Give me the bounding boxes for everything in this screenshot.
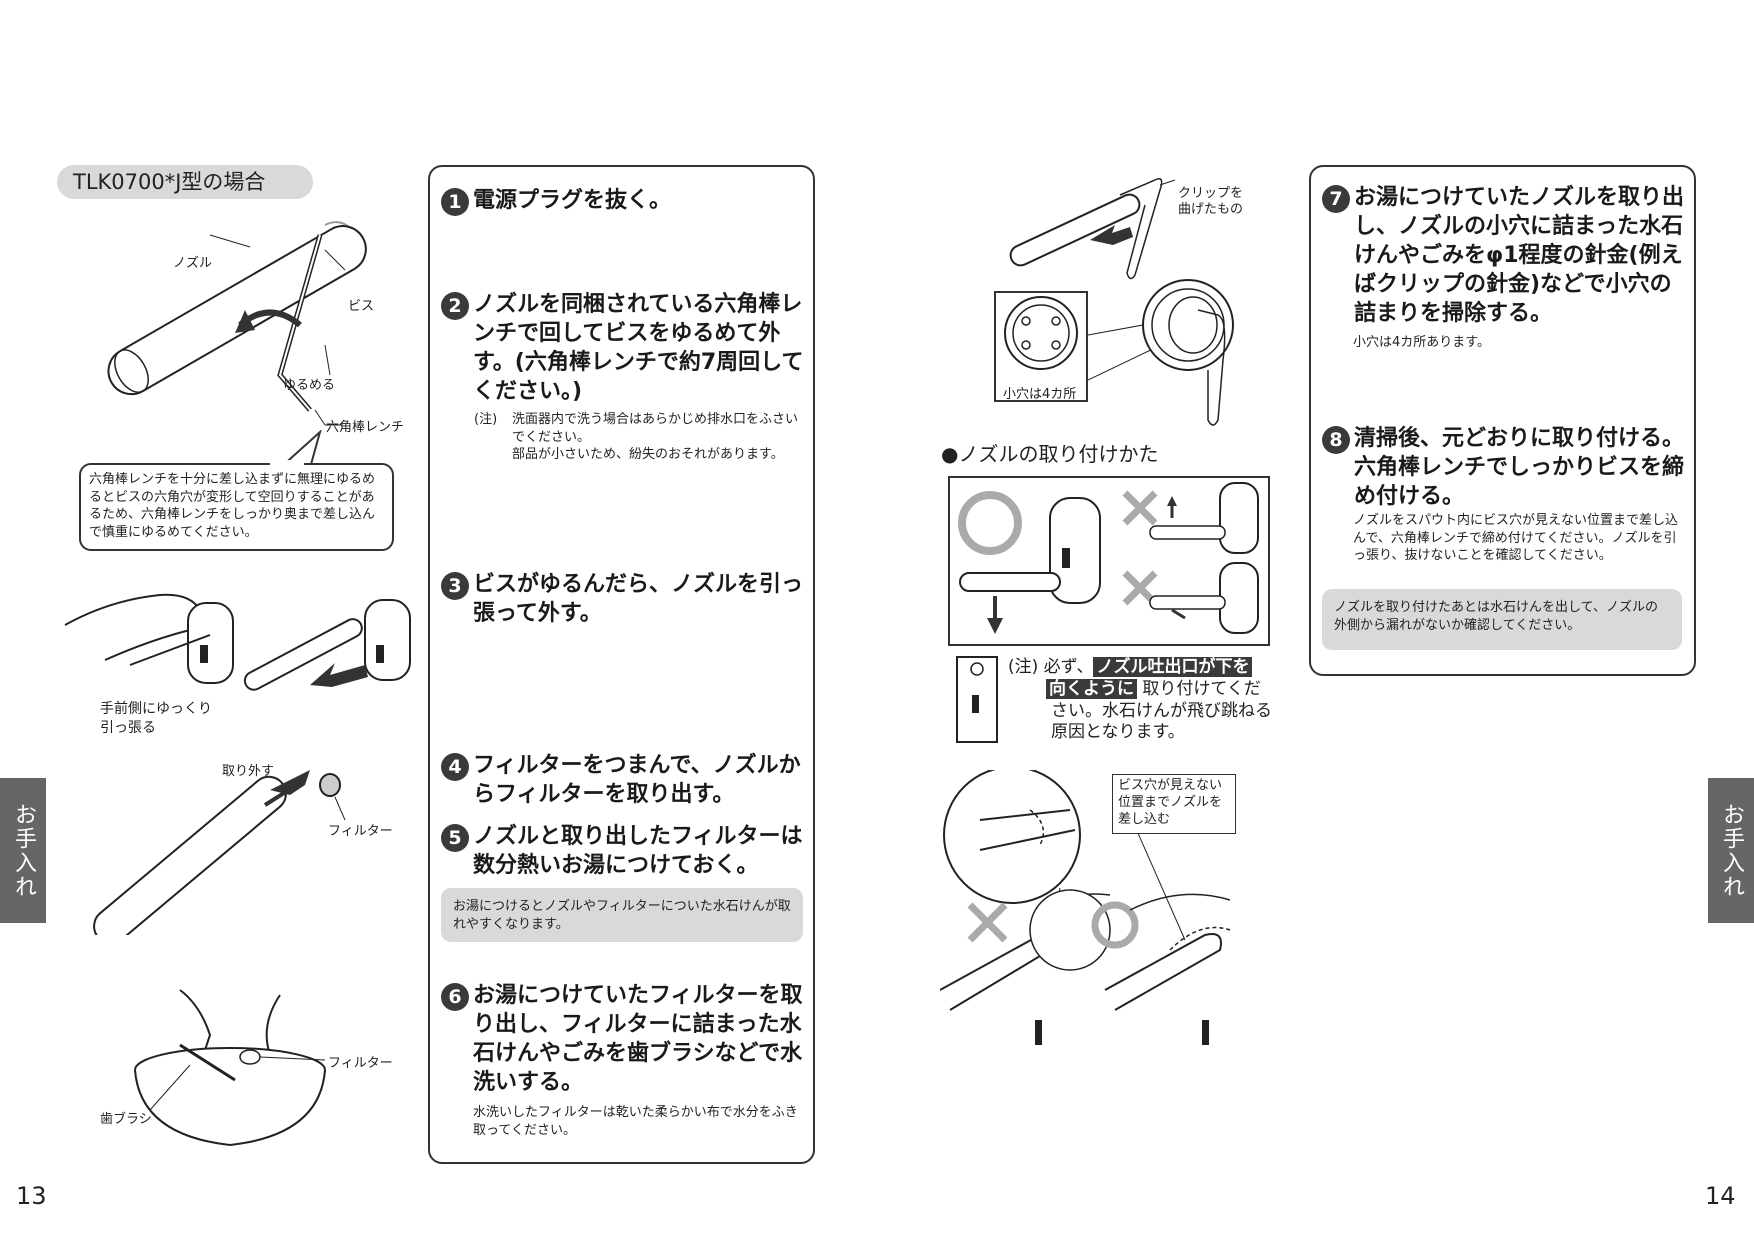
insert-nozzle-illustration — [940, 770, 1231, 1045]
nozzle-end-clip-illustration — [1088, 279, 1234, 426]
nozzle-outlet-illustration — [956, 656, 998, 743]
note-pre: 必ず、 — [1043, 657, 1094, 677]
pull-nozzle-illustration — [64, 593, 411, 691]
label-screw: ビス — [348, 299, 375, 314]
install-direction-box — [948, 476, 1270, 646]
ok-circle-icon-2 — [1091, 901, 1139, 949]
step-8-gray-note: ノズルを取り付けたあとは水石けんを出して、ノズルの外側から漏れがないか確認してく… — [1322, 589, 1682, 650]
step-2-note: (注) 洗面器内で洗う場合はあらかじめ排水口をふさいでください。 部品が小さいた… — [474, 411, 809, 464]
step-number: 5 — [441, 824, 469, 852]
label-filter-1: フィルター — [328, 824, 393, 839]
step-number: 6 — [441, 983, 469, 1011]
ng-cross-icon-3 — [967, 902, 1008, 943]
note-line: 洗面器内で洗う場合はあらかじめ排水口をふさいでください。 — [512, 412, 799, 445]
label-insert-nozzle: ビス穴が見えない 位置までノズルを 差し込む — [1118, 778, 1223, 827]
step-title: ノズルと取り出したフィルターは数分熱いお湯につけておく。 — [473, 824, 803, 879]
wrench-warning-callout: 六角棒レンチを十分に差し込まずに無理にゆるめるとビスの六角穴が変形して空回りする… — [79, 463, 394, 551]
label-remove: 取り外す — [222, 764, 275, 779]
page-number-right: 14 — [1705, 1182, 1736, 1210]
step-title: お湯につけていたフィルターを取り出し、フィルターに詰まった水石けんやごみを歯ブラ… — [473, 983, 803, 1096]
step-title: 電源プラグを抜く。 — [473, 188, 672, 213]
step-6-body: 水洗いしたフィルターは乾いた柔らかい布で水分をふき取ってください。 — [473, 1105, 798, 1138]
step-7-body: 小穴は4カ所あります。 — [1353, 335, 1490, 350]
step-number: 3 — [441, 572, 469, 600]
step-8-body: ノズルをスパウト内にビス穴が見えない位置まで差し込んで、六角棒レンチで締め付けて… — [1353, 513, 1679, 564]
step-number: 4 — [441, 753, 469, 781]
step-number: 1 — [441, 188, 469, 216]
note-post-1: 取り付けてくだ — [1142, 678, 1261, 699]
step-1: 1 電源プラグを抜く。 — [441, 186, 809, 216]
note-tag: (注) — [1008, 657, 1039, 677]
steps-box-1-6 — [428, 165, 815, 1164]
nozzle-wrench-illustration — [107, 221, 367, 426]
step-title: ノズルを同梱されている六角棒レンチで回してビスをゆるめて外す。(六角棒レンチで約… — [473, 292, 804, 405]
step-number: 8 — [1322, 426, 1350, 454]
note-highlight-2: 向くように — [1046, 678, 1137, 699]
note-highlight-1: ノズル吐出口が下を — [1093, 657, 1253, 677]
label-pull-gently: 手前側にゆっくり 引っ張る — [100, 701, 212, 736]
step-3: 3 ビスがゆるんだら、ノズルを引っ張って外す。 — [441, 570, 809, 628]
model-tag: TLK0700*J型の場合 — [57, 165, 313, 199]
step-number: 7 — [1322, 185, 1350, 213]
step-title: 清掃後、元どおりに取り付ける。六角棒レンチでしっかりビスを締め付ける。 — [1354, 426, 1685, 510]
step-2: 2 ノズルを同梱されている六角棒レンチで回してビスをゆるめて外す。(六角棒レンチ… — [441, 290, 809, 406]
clip-nozzle-illustration — [1009, 178, 1176, 280]
wash-filter-illustration — [134, 989, 326, 1147]
label-hex-wrench: 六角棒レンチ — [326, 420, 405, 435]
step-5: 5 ノズルと取り出したフィルターは数分熱いお湯につけておく。 — [441, 822, 809, 880]
step-title: ビスがゆるんだら、ノズルを引っ張って外す。 — [473, 572, 804, 627]
side-tab-right: お手入れ — [1708, 778, 1754, 923]
install-heading: ●ノズルの取り付けかた — [941, 442, 1159, 466]
label-toothbrush: 歯ブラシ — [100, 1112, 152, 1127]
step-title: お湯につけていたノズルを取り出し、ノズルの小穴に詰まった水石けんやごみをφ1程度… — [1354, 185, 1685, 327]
step-5-gray-note: お湯につけるとノズルやフィルターについた水石けんが取れやすくなります。 — [441, 888, 803, 942]
step-8: 8 清掃後、元どおりに取り付ける。六角棒レンチでしっかりビスを締め付ける。 — [1322, 424, 1690, 511]
step-4: 4 フィルターをつまんで、ノズルからフィルターを取り出す。 — [441, 751, 809, 809]
label-small-holes: 小穴は4カ所 — [1003, 387, 1077, 402]
side-tab-left: お手入れ — [0, 778, 46, 923]
small-holes-illustration — [1004, 296, 1078, 370]
remove-filter-illustration — [93, 770, 346, 935]
step-6: 6 お湯につけていたフィルターを取り出し、フィルターに詰まった水石けんやごみを歯… — [441, 981, 809, 1097]
insert-label-box — [1112, 774, 1236, 834]
install-note: (注) 必ず、ノズル吐出口が下を 向くように 取り付けてくだ さい。水石けんが飛… — [1008, 657, 1273, 744]
step-number: 2 — [441, 292, 469, 320]
ng-cross-icon-2 — [1122, 570, 1158, 606]
page-number-left: 13 — [16, 1182, 47, 1210]
note-line: 部品が小さいため、紛失のおそれがあります。 — [512, 447, 784, 463]
label-loosen: ゆるめる — [283, 378, 336, 393]
label-filter-2: フィルター — [328, 1056, 393, 1071]
ok-circle-icon — [958, 491, 1022, 555]
note-post-2: さい。水石けんが飛び跳ねる原因となります。 — [1051, 700, 1272, 743]
ng-cross-icon-1 — [1122, 490, 1158, 526]
label-nozzle: ノズル — [173, 256, 213, 271]
note-tag: (注) — [474, 412, 498, 427]
step-title: フィルターをつまんで、ノズルからフィルターを取り出す。 — [473, 753, 801, 808]
step-7: 7 お湯につけていたノズルを取り出し、ノズルの小穴に詰まった水石けんやごみをφ1… — [1322, 183, 1690, 328]
install-direction-illustration — [958, 482, 1259, 634]
label-clip: クリップを 曲げたもの — [1178, 186, 1244, 218]
